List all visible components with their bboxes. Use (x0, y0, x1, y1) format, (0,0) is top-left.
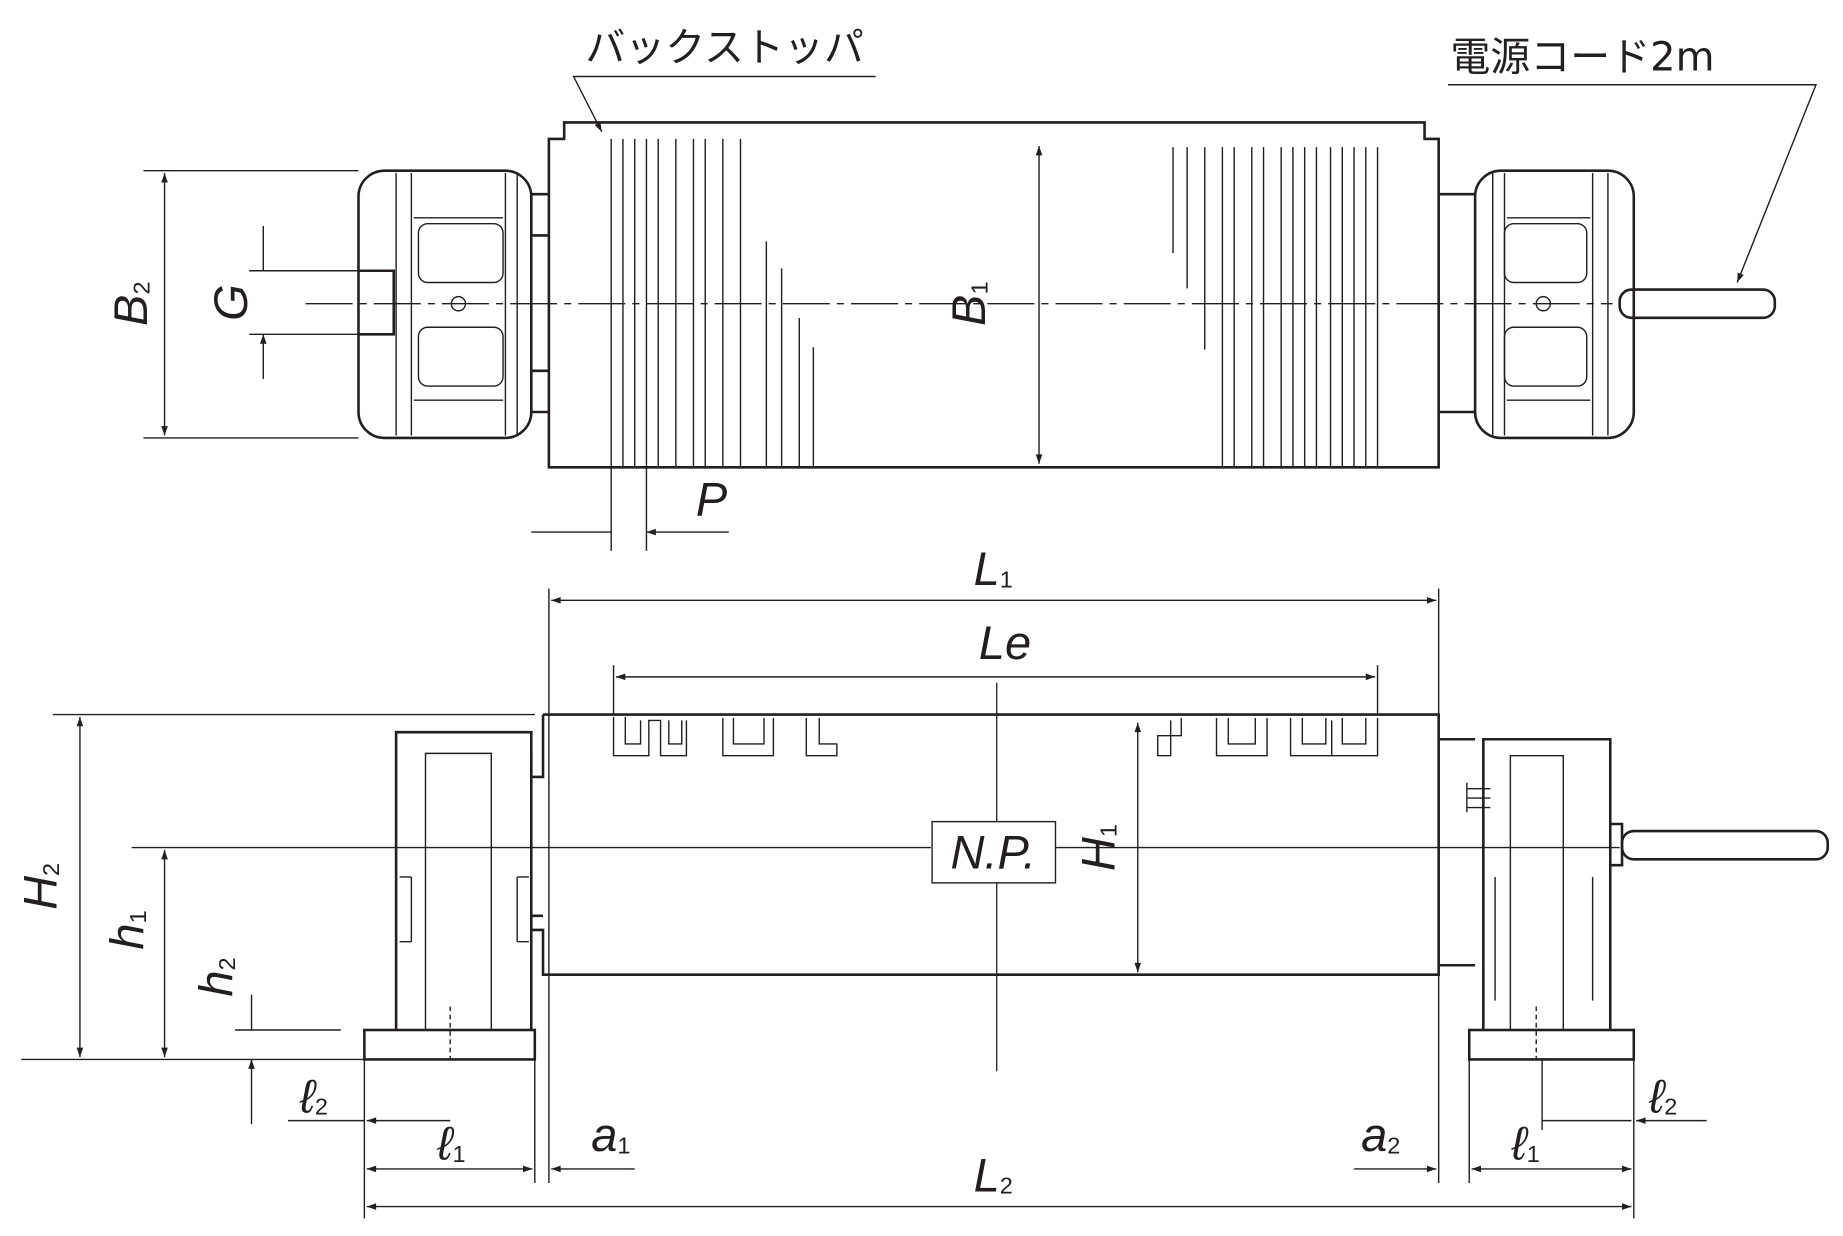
bottom-extension-lines (363, 1059, 1635, 1219)
le-label: Le (979, 616, 1031, 669)
l2-left-label: ℓ2 (299, 1069, 328, 1122)
np-label: N.P. (951, 826, 1036, 879)
le-extension-lines (612, 665, 1379, 715)
p-extension-lines (610, 467, 648, 551)
l1-right-label: ℓ1 (1511, 1116, 1540, 1169)
b2-extension-lines (143, 169, 359, 439)
h1-label: h1 (100, 910, 153, 949)
left-neck (529, 192, 549, 414)
pole-slots (612, 716, 1379, 757)
cord-gland (1610, 822, 1624, 867)
left-foot-column (394, 730, 533, 1030)
l1-label: L1 (974, 542, 1013, 595)
h2-extension-lines (21, 713, 535, 1061)
p-label: P (696, 473, 728, 526)
right-neck (1438, 192, 1476, 414)
L2-label: L2 (974, 1148, 1013, 1201)
left-window-bottom (417, 326, 504, 387)
left-window-top (417, 222, 504, 284)
side-body-outline (529, 713, 1476, 976)
right-foot-column (1482, 737, 1612, 1030)
l1-left-label: ℓ1 (436, 1116, 465, 1169)
main-body-outline (547, 121, 1440, 469)
right-window-bottom (1503, 326, 1588, 387)
power-cord-leader (1448, 84, 1818, 283)
g-slot (358, 269, 396, 336)
back-stopper-leader (572, 75, 876, 133)
power-cord-label: 電源コード2m (1450, 35, 1714, 81)
back-stopper-label: バックストッパ (585, 25, 863, 71)
right-foot-base (1467, 1028, 1636, 1061)
l1-extension-lines (548, 588, 1440, 1184)
a1-label: a1 (591, 1108, 630, 1161)
H1-label: H1 (1071, 824, 1124, 871)
h2-label: H2 (13, 863, 66, 910)
side-view: N.P. L1 Le H2 h1 h2 H1 ℓ2 ℓ1 a1 a2 ℓ1 (13, 542, 1830, 1219)
power-cord-side (1620, 829, 1830, 861)
b2-label: B2 (104, 281, 157, 326)
power-cord-top (1618, 288, 1777, 320)
l2-right-label: ℓ2 (1648, 1069, 1677, 1122)
np-box (931, 820, 1057, 884)
b1-label: B1 (942, 281, 995, 326)
g-extension-lines (249, 270, 359, 336)
right-window-top (1503, 222, 1588, 284)
right-foot-inner (1466, 755, 1594, 1030)
h2-small-label: h2 (190, 957, 243, 996)
a2-label: a2 (1361, 1108, 1400, 1161)
g-label: G (204, 284, 257, 321)
top-view: バックストッパ 電源コード2m B2 G B1 P (104, 25, 1818, 551)
left-foot-inner (399, 752, 529, 1030)
